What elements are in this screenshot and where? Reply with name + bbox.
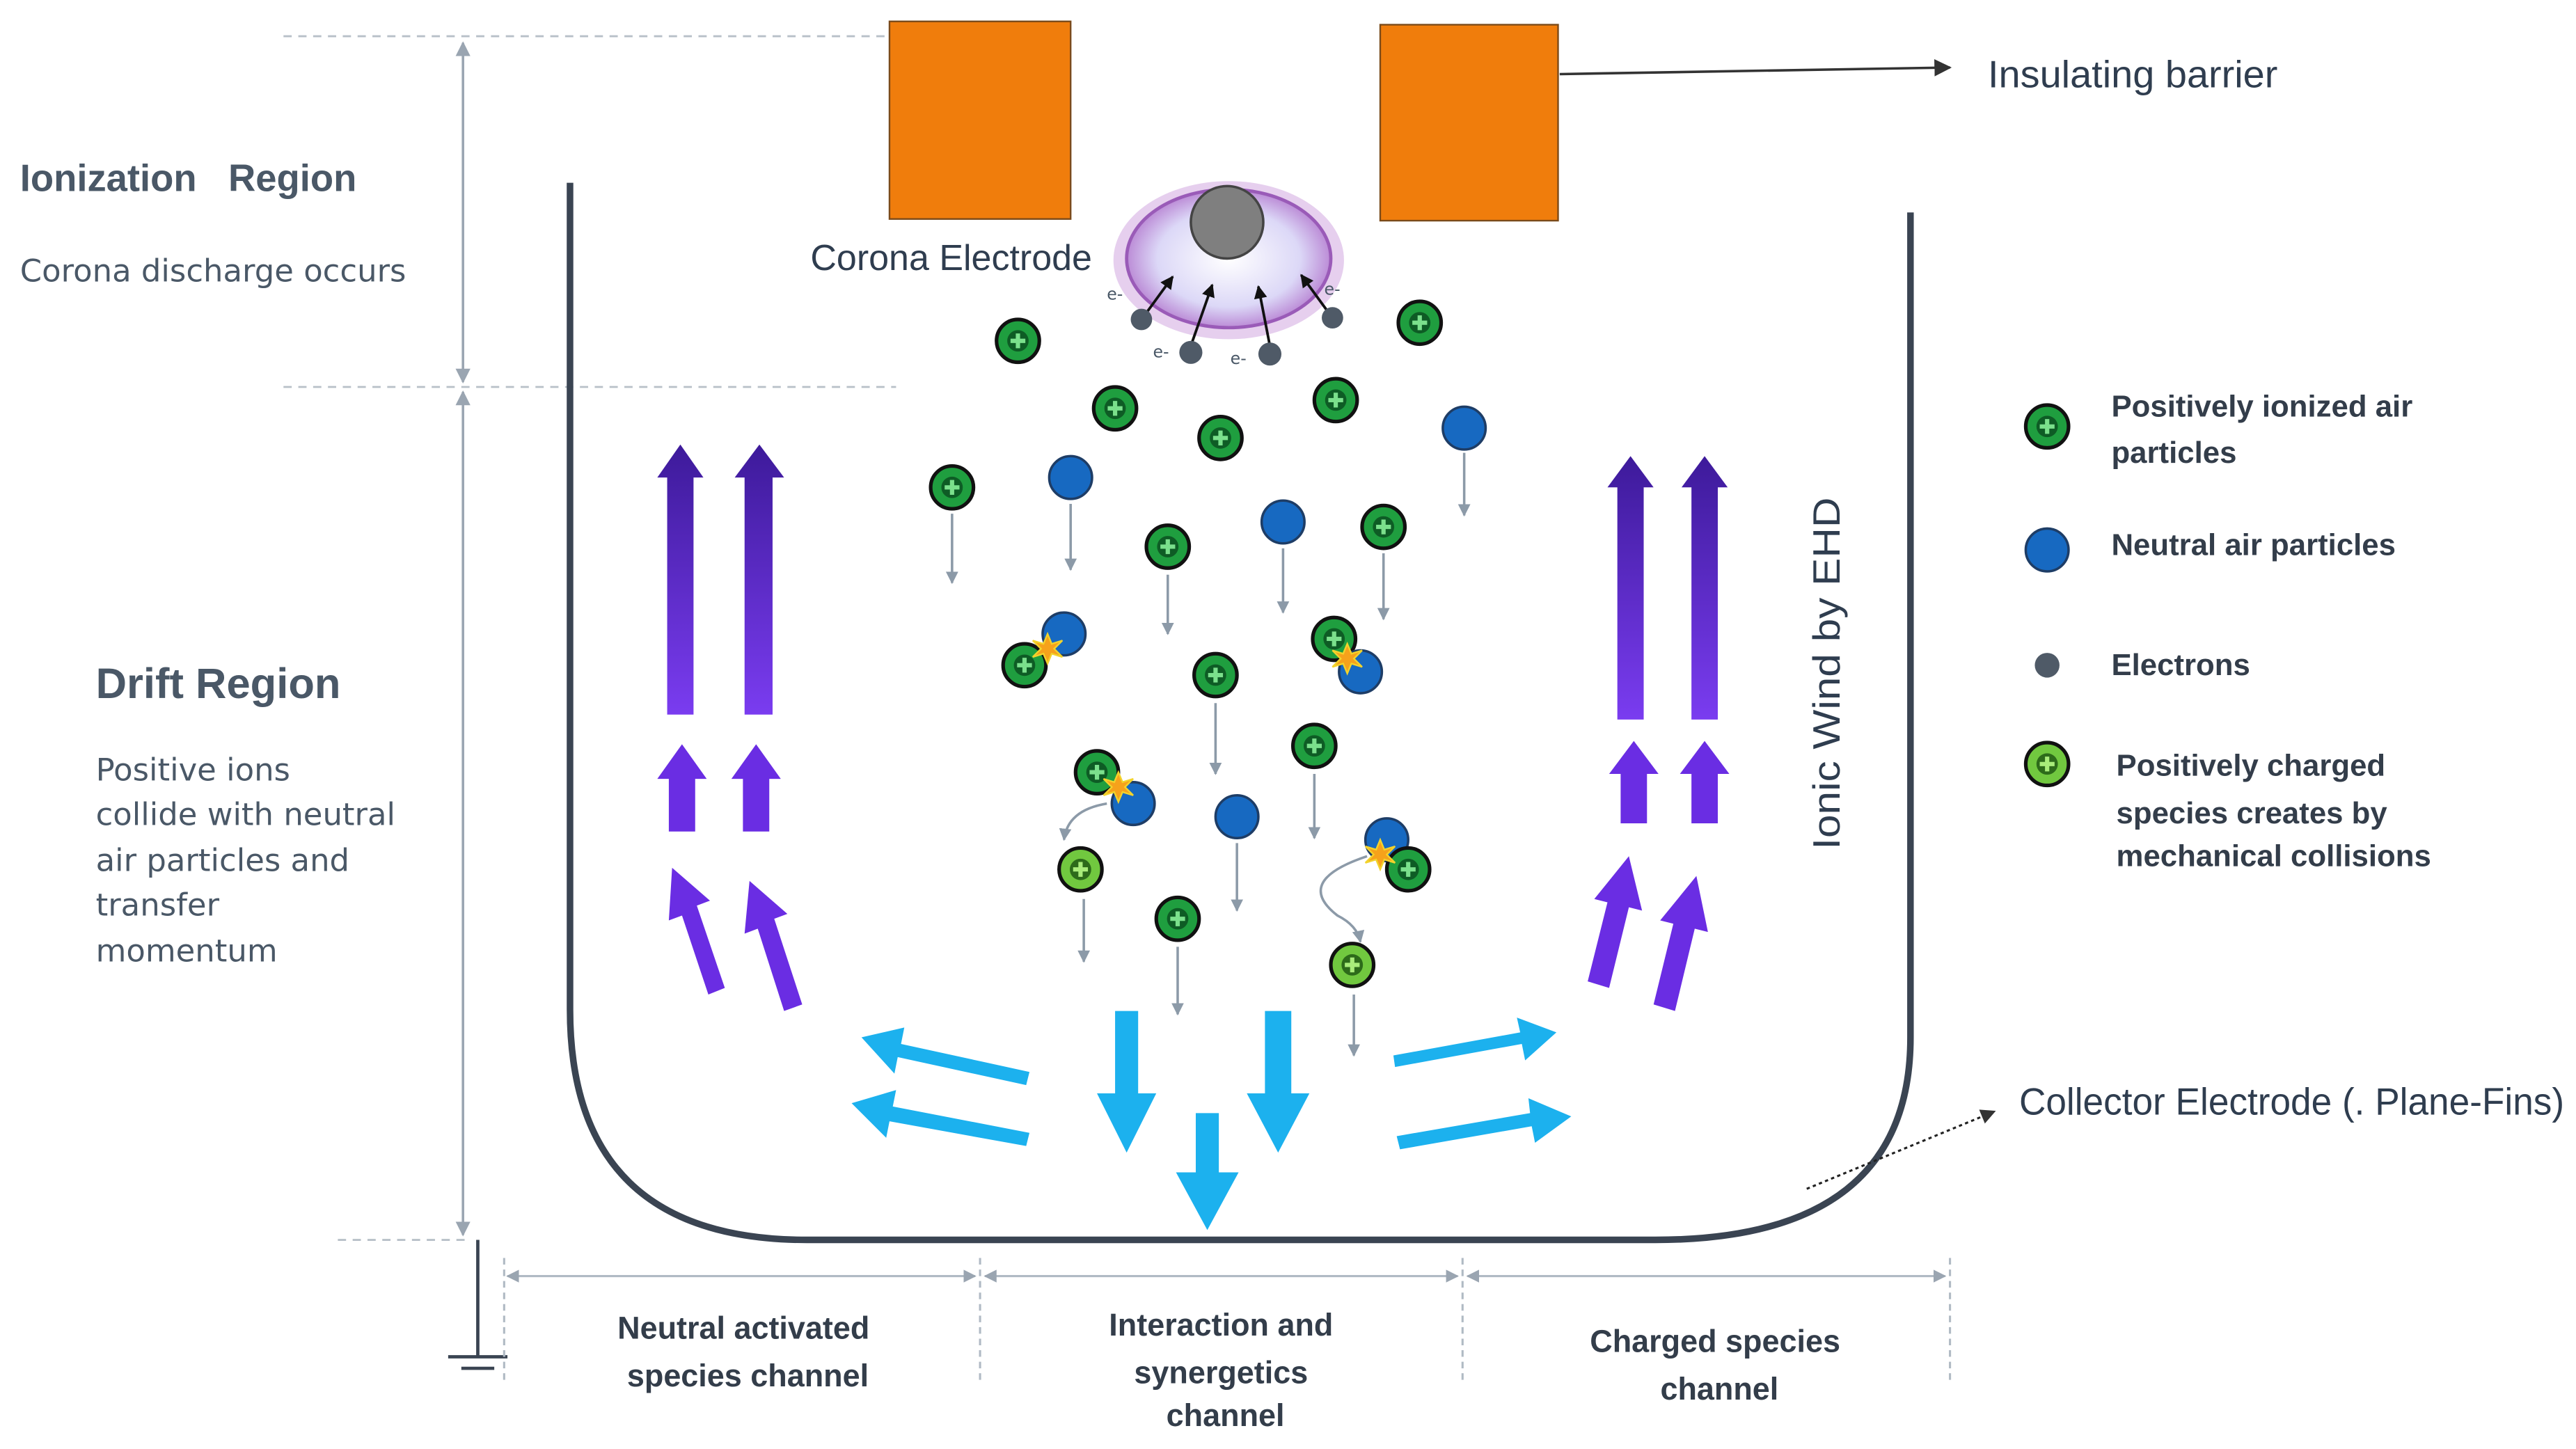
ionic-wind-arrows-right [1588,456,1730,1011]
ionization-region-title: Ionization Region [20,157,357,199]
drift-desc-line: Positive ions [96,751,290,788]
legend-charged-species-text: Positively charged species creates by me… [2117,748,2431,873]
legend-neutral-text: Neutral air particles [2111,528,2396,562]
electron-symbol: e- [1153,342,1169,361]
channel-line: synergetics [1134,1354,1308,1390]
channel-line: channel [1660,1371,1778,1407]
particle-drift-trails [945,452,1471,1057]
corona-electrode-label: Corona Electrode [810,238,1092,278]
channel-line: Interaction and [1109,1307,1333,1343]
ionic-wind-label: Ionic Wind by EHD [1805,498,1848,850]
drift-desc-line: momentum [96,933,278,969]
insulating-barrier-right [1379,24,1559,222]
ionization-region-desc: Corona discharge occurs [20,253,406,290]
legend-line: Electrons [2111,648,2250,682]
channel-line: species channel [627,1358,869,1393]
legend-line: mechanical collisions [2117,839,2431,873]
insulating-barrier-pointer [1559,58,1952,77]
drift-desc-line: air particles and [96,842,350,879]
legend-charged-species-icon [2025,743,2069,786]
drift-desc-line: collide with neutral [96,795,395,832]
collector-electrode-wall [567,182,1914,1244]
legend-line: Positively ionized air [2111,390,2412,424]
channel-line: channel [1167,1397,1285,1433]
legend-neutral-icon [2024,527,2070,573]
channel-label-neutral: Neutral activated species channel [617,1310,878,1393]
electron-symbol: e- [1107,285,1123,304]
drift-region-desc: Positive ions collide with neutral air p… [96,751,406,969]
channel-label-interaction: Interaction and synergetics channel [1109,1307,1342,1433]
legend: Positively ionized air particles Neutral… [2025,390,2431,873]
channel-line: Neutral activated [617,1310,869,1345]
channel-line: Charged species [1590,1323,1840,1359]
legend-electron-text: Electrons [2111,648,2250,682]
ionic-wind-arrows-left [657,444,803,1011]
legend-positive-ion-text: Positively ionized air particles [2111,390,2421,470]
collector-electrode-label: Collector Electrode (. Plane-Fins) [2019,1081,2564,1123]
flow-arrows-cyan [851,1011,1572,1230]
insulating-barrier-left [888,20,1072,220]
legend-positive-ion-icon [2025,405,2069,448]
legend-line: particles [2111,436,2236,470]
electron-symbol: e- [1231,349,1247,368]
legend-line: Positively charged [2117,748,2386,782]
drift-desc-line: transfer [96,886,220,923]
electron-symbol: e- [1325,279,1341,299]
channel-dimension-lines [503,1258,1952,1380]
legend-line: species creates by [2117,796,2388,830]
corona-electrons: e- e- e- e- [1107,274,1343,368]
particle-cloud [931,301,1487,986]
channel-label-charged: Charged species channel [1590,1323,1849,1407]
corona-electrode [1113,181,1344,340]
ground-symbol [448,1240,508,1370]
insulating-barrier-label: Insulating barrier [1988,53,2277,95]
legend-electron-icon [2034,653,2060,678]
legend-line: Neutral air particles [2111,528,2396,562]
collector-electrode-pointer [1806,1109,1996,1190]
drift-region-title: Drift Region [96,660,341,708]
region-guides [283,35,896,1241]
